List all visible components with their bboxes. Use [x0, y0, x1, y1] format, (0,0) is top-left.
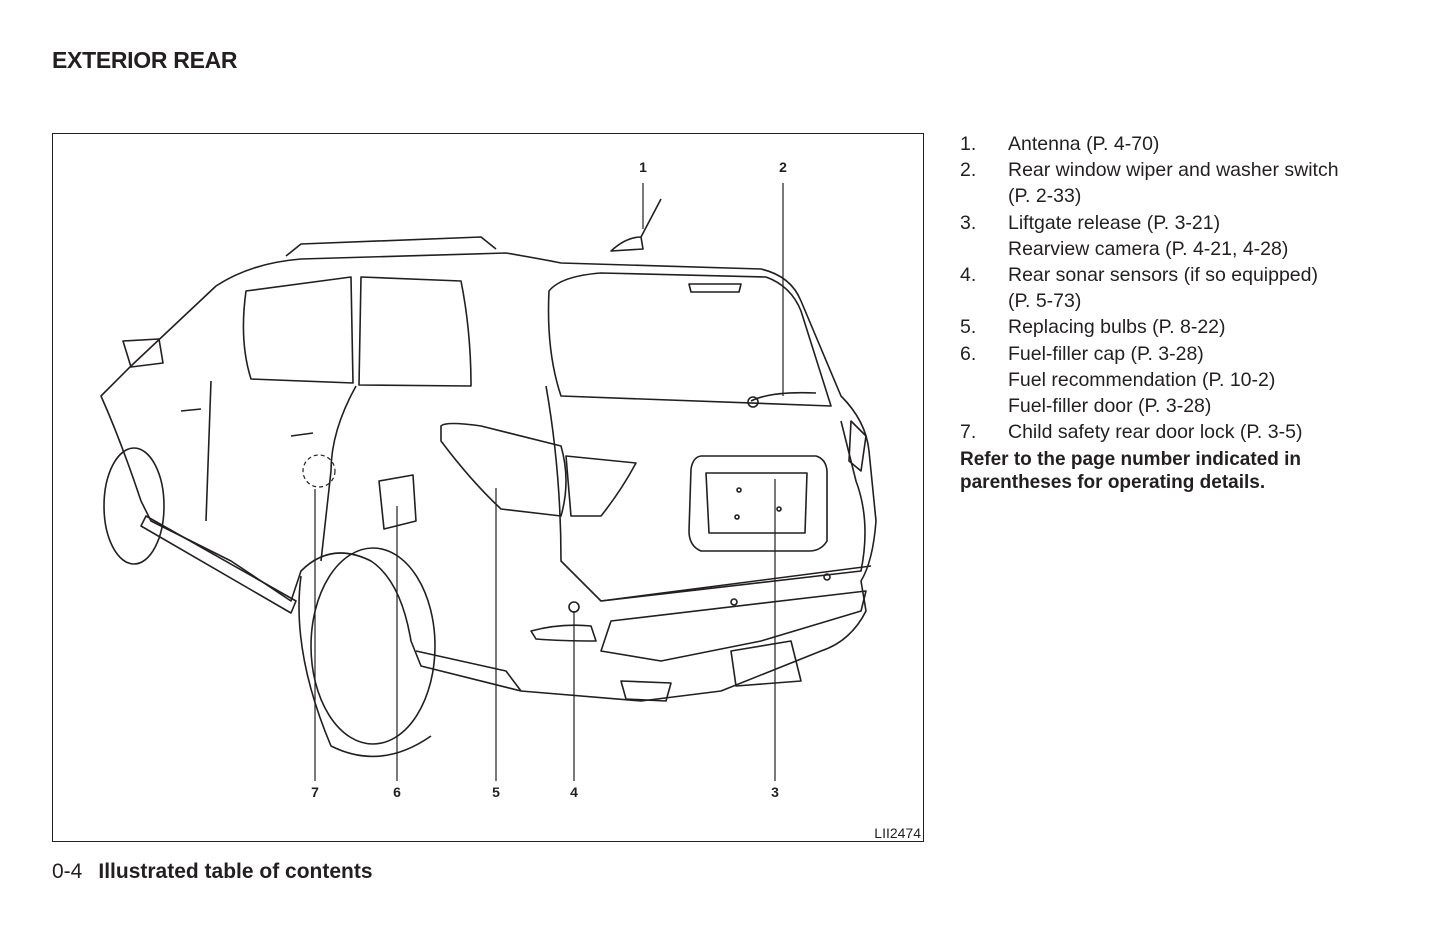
- callout-leaders: [302, 183, 784, 781]
- rear-door-window: [242, 276, 354, 384]
- license-plate-recess: [688, 455, 828, 552]
- door-seam: [205, 380, 357, 562]
- item-text: (P. 5-73): [1008, 290, 1082, 313]
- high-mount-stop-lamp: [688, 283, 742, 293]
- list-item: 4. Rear sonar sensors (if so equipped) (P…: [960, 262, 1390, 314]
- item-text: Rearview camera (P. 4-21, 4-28): [1008, 237, 1289, 260]
- sonar-sensor: [568, 601, 580, 613]
- fuel-filler-door: [378, 474, 417, 530]
- list-item: 6. Fuel-filler cap (P. 3-28) Fuel recomme…: [960, 341, 1390, 420]
- rear-window: [547, 272, 832, 407]
- callout-6: 6: [393, 784, 401, 800]
- quarter-window: [358, 276, 472, 387]
- callout-2: 2: [779, 159, 787, 175]
- figure-id: LII2474: [874, 825, 921, 841]
- list-item: 3. Liftgate release (P. 3-21) Rearview ca…: [960, 210, 1390, 262]
- item-text: (P. 2-33): [1008, 185, 1082, 208]
- exhaust: [620, 640, 802, 702]
- page-number: 0-4: [52, 860, 83, 883]
- rear-bumper: [600, 565, 872, 662]
- page-footer: 0-4 Illustrated table of contents: [52, 860, 373, 884]
- item-number: 5.: [960, 316, 977, 339]
- parts-list: 1. Antenna (P. 4-70) 2. Rear window wipe…: [960, 131, 1390, 494]
- item-text: Child safety rear door lock (P. 3-5): [1008, 421, 1303, 444]
- item-number: 3.: [960, 211, 977, 234]
- door-handle: [180, 408, 314, 437]
- child-lock-highlight: [302, 454, 336, 488]
- callout-7: 7: [311, 784, 319, 800]
- suv-rear-illustration: [100, 183, 877, 781]
- item-text: Fuel-filler door (P. 3-28): [1008, 395, 1212, 418]
- section-title: Illustrated table of contents: [98, 860, 373, 883]
- item-text: Replacing bulbs (P. 8-22): [1008, 316, 1226, 339]
- running-board: [140, 515, 297, 614]
- item-number: 7.: [960, 421, 977, 444]
- item-text: Antenna (P. 4-70): [1008, 133, 1160, 155]
- callout-4: 4: [570, 784, 578, 800]
- item-text: Liftgate release (P. 3-21): [1008, 211, 1221, 234]
- reference-note: Refer to the page number indicated in pa…: [960, 449, 1301, 494]
- item-number: 1.: [960, 133, 977, 155]
- license-plate: [705, 472, 808, 534]
- antenna: [610, 198, 662, 252]
- item-number: 6.: [960, 342, 977, 365]
- body-outline: [100, 252, 877, 702]
- liftgate: [545, 385, 866, 602]
- callout-5: 5: [492, 784, 500, 800]
- side-mirror: [122, 338, 164, 368]
- item-text: Rear sonar sensors (if so equipped): [1008, 264, 1318, 287]
- item-text: Fuel recommendation (P. 10-2): [1008, 368, 1276, 391]
- list-item: 5. Replacing bulbs (P. 8-22): [960, 314, 1390, 340]
- list-item: 7. Child safety rear door lock (P. 3-5): [960, 419, 1390, 445]
- front-wheel: [103, 447, 165, 565]
- lower-body: [415, 650, 522, 692]
- callout-1: 1: [639, 159, 647, 175]
- roof-rail: [285, 236, 497, 257]
- exterior-rear-figure: 1 2 3 4 5 6 7 LII2474: [52, 133, 924, 842]
- list-item: 1. Antenna (P. 4-70): [960, 131, 1390, 157]
- rear-wheel: [310, 547, 436, 745]
- item-number: 4.: [960, 264, 977, 287]
- item-number: 2.: [960, 159, 977, 182]
- callout-3: 3: [771, 784, 779, 800]
- taillight-inner: [565, 455, 637, 517]
- right-taillight: [848, 420, 867, 472]
- list-item: 2. Rear window wiper and washer switch (P…: [960, 157, 1390, 209]
- page-title: EXTERIOR REAR: [52, 47, 238, 73]
- item-text: Rear window wiper and washer switch: [1008, 159, 1339, 182]
- item-text: Fuel-filler cap (P. 3-28): [1008, 342, 1204, 365]
- taillight: [440, 422, 567, 517]
- reflector: [530, 624, 597, 642]
- rear-wiper: [750, 391, 817, 402]
